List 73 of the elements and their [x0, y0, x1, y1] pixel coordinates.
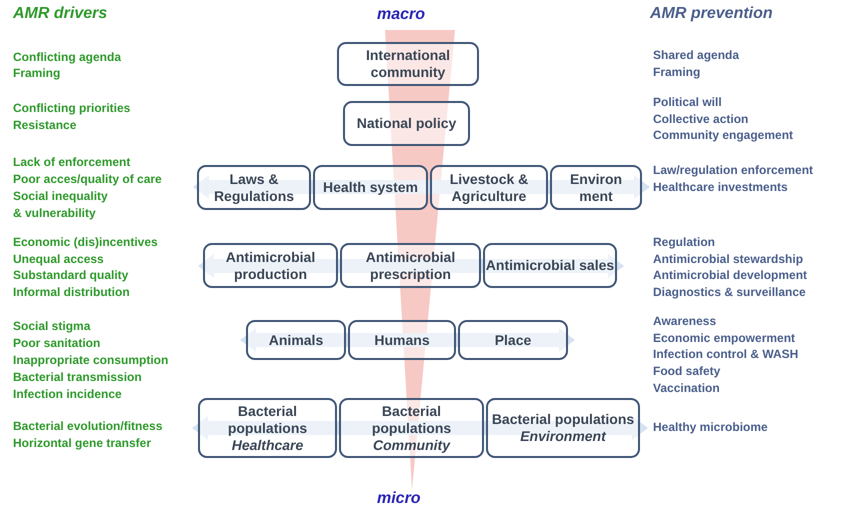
box-label: Livestock & Agriculture — [448, 170, 530, 204]
node-box — [550, 165, 642, 210]
driver-text: Poor sanitation — [13, 336, 100, 350]
prevention-text: Awareness — [653, 314, 716, 328]
column-heading: AMR prevention — [650, 5, 773, 23]
driver-text: Conflicting priorities — [13, 101, 130, 115]
node-box — [348, 320, 456, 360]
box-label: Antimicrobial sales — [486, 257, 614, 274]
column-heading: AMR drivers — [13, 5, 108, 23]
prevention-text: Infection control & WASH — [653, 347, 798, 361]
driver-text: & vulnerability — [13, 206, 96, 220]
driver-text: Economic (dis)incentives — [13, 235, 158, 249]
prevention-text: Economic empowerment — [653, 331, 796, 345]
node-box — [339, 398, 484, 458]
prevention-text: Vaccination — [653, 381, 720, 395]
prevention-text: Healthcare investments — [653, 180, 788, 194]
driver-text: Resistance — [13, 118, 76, 132]
prevention-text: Antimicrobial stewardship — [653, 252, 804, 266]
driver-text: Bacterial transmission — [13, 370, 142, 384]
box-label: International community — [364, 47, 451, 81]
node-box — [343, 101, 470, 146]
box-sublabel: Environment — [520, 428, 606, 445]
box-label: Animals — [268, 332, 324, 348]
driver-text: Inappropriate consumption — [13, 353, 168, 367]
box-label: National policy — [356, 115, 456, 132]
prevention-text: Law/regulation enforcement — [653, 163, 814, 177]
prevention-text: Regulation — [653, 235, 715, 249]
driver-text: Informal distribution — [13, 285, 130, 299]
prevention-text: Framing — [653, 65, 700, 79]
box-label: Place — [494, 332, 532, 348]
node-box — [483, 243, 617, 288]
node-box — [313, 165, 428, 210]
node-box — [340, 243, 481, 288]
prevention-text: Shared agenda — [653, 48, 740, 62]
node-box — [337, 42, 479, 86]
node-box — [430, 165, 548, 210]
prevention-text: Community engagement — [653, 128, 794, 142]
box-sublabel: Healthcare — [232, 436, 304, 454]
node-box — [197, 165, 311, 210]
box-label: Laws & Regulations — [212, 170, 296, 204]
prevention-text: Food safety — [653, 364, 720, 378]
driver-text: Bacterial evolution/fitness — [13, 419, 162, 433]
prevention-text: Antimicrobial development — [653, 268, 808, 282]
node-box — [203, 243, 338, 288]
prevention-text: Collective action — [653, 112, 748, 126]
box-label: Humans — [374, 332, 430, 348]
node-box — [198, 398, 337, 458]
prevention-text: Diagnostics & surveillance — [653, 285, 806, 299]
driver-text: Poor acces/quality of care — [13, 172, 162, 186]
node-box — [246, 320, 346, 360]
box-label: Antimicrobial prescription — [364, 248, 456, 282]
driver-text: Lack of enforcement — [13, 155, 130, 169]
box-label: Bacterial populations — [370, 402, 452, 436]
prevention-text: Healthy microbiome — [653, 420, 768, 434]
box-sublabel: Community — [373, 436, 450, 454]
driver-text: Conflicting agenda — [13, 50, 121, 64]
box-label: Bacterial populations — [226, 402, 308, 436]
prevention-text: Political will — [653, 95, 722, 109]
driver-text: Infection incidence — [13, 387, 122, 401]
scale-label: macro — [377, 6, 426, 24]
node-box — [458, 320, 568, 360]
driver-text: Social stigma — [13, 319, 90, 333]
box-label: Antimicrobial production — [224, 248, 316, 282]
driver-text: Unequal access — [13, 252, 104, 266]
scale-label: micro — [377, 490, 421, 508]
box-label: Bacterial populations — [492, 411, 634, 428]
box-label: Health system — [323, 179, 418, 196]
driver-text: Horizontal gene transfer — [13, 436, 152, 450]
box-label: Environ ment — [568, 170, 624, 204]
driver-text: Substandard quality — [13, 268, 128, 282]
driver-text: Social inequality — [13, 189, 108, 203]
node-box — [486, 398, 640, 458]
driver-text: Framing — [13, 66, 60, 80]
